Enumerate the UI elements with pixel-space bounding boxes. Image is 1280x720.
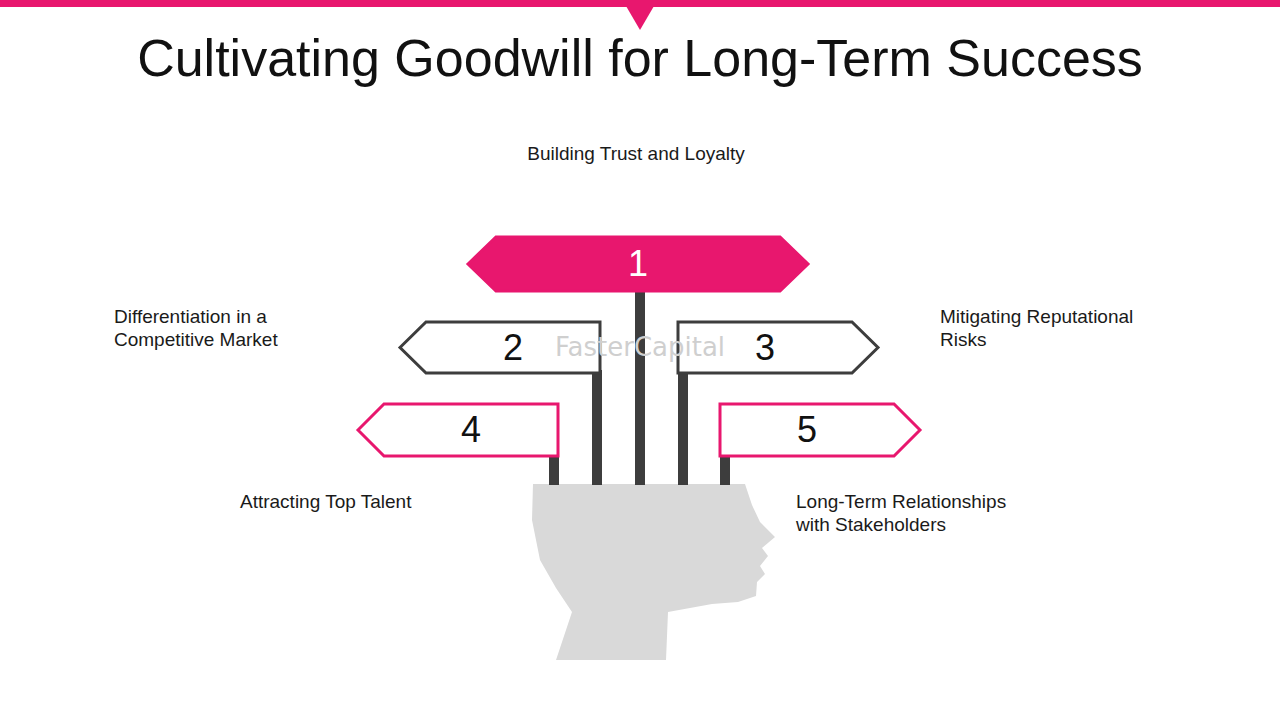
sign-heading: Long-Term Relationships with Stakeholder… xyxy=(796,490,1041,536)
head-silhouette xyxy=(532,484,775,660)
signpost-outline xyxy=(358,404,558,456)
sign-heading: Mitigating Reputational Risks xyxy=(940,305,1168,351)
signpost-shape xyxy=(468,237,808,291)
sign-pole xyxy=(720,453,730,485)
sign-pole xyxy=(592,370,602,485)
signpost-board: 4Attracting Top Talent xyxy=(358,404,558,456)
callout-number: 1 xyxy=(468,237,808,291)
sign-pole xyxy=(635,288,645,485)
sign-heading: Differentiation in a Competitive Market xyxy=(114,305,319,351)
sign-heading: Attracting Top Talent xyxy=(240,490,500,513)
callout-number: 4 xyxy=(358,404,558,456)
signpost-shape xyxy=(720,404,920,456)
sign-pole xyxy=(678,370,688,485)
top-notch xyxy=(626,6,654,30)
callout-number: 5 xyxy=(720,404,920,456)
signpost-board: 1Building Trust and Loyalty xyxy=(468,237,808,291)
signpost-board: 5Long-Term Relationships with Stakeholde… xyxy=(720,404,920,456)
diagram-title: Cultivating Goodwill for Long-Term Succe… xyxy=(0,28,1280,88)
signpost-outline xyxy=(720,404,920,456)
sign-heading: Building Trust and Loyalty xyxy=(436,142,836,165)
watermark: FasterCapital xyxy=(555,332,725,362)
top-bar xyxy=(0,0,1280,7)
sign-pole xyxy=(549,453,559,485)
signpost-shape xyxy=(358,404,558,456)
